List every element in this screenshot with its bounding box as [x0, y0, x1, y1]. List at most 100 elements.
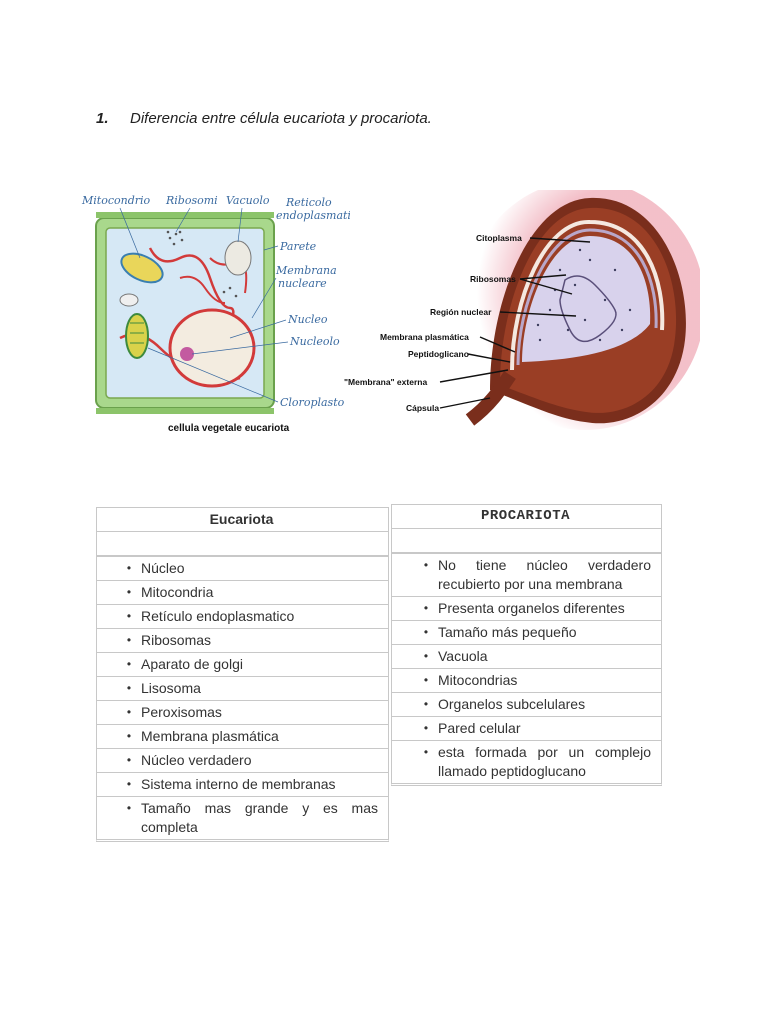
bullet-icon: •	[423, 745, 429, 759]
list-item-text: Lisosoma	[141, 680, 201, 696]
prokaryote-empty-row	[391, 529, 662, 553]
list-item-text: Aparato de golgi	[141, 656, 243, 672]
list-item: •Aparato de golgi	[105, 655, 378, 674]
list-item: •Ribosomas	[105, 631, 378, 650]
bullet-icon: •	[423, 625, 429, 639]
label-parete: Parete	[279, 240, 317, 253]
eukaryote-cell: •Ribosomas	[96, 629, 389, 653]
list-item-text: Vacuola	[438, 648, 488, 664]
label-cloroplasto: Cloroplasto	[280, 396, 345, 409]
prokaryote-cell: • Vacuola	[391, 645, 662, 669]
list-item: • Tamaño más pequeño	[400, 623, 651, 642]
list-item: • Retículo endoplasmatico	[105, 607, 378, 626]
prokaryote-cell: • Pared celular	[391, 717, 662, 741]
prokaryote-row: • esta formada por un complejo llamado pe…	[391, 741, 662, 786]
bullet-icon: •	[126, 705, 132, 719]
list-item: •Peroxisomas	[105, 703, 378, 722]
eukaryote-cell: • Núcleo verdadero	[96, 749, 389, 773]
bullet-icon: •	[126, 777, 132, 791]
eukaryote-row: •Aparato de golgi	[96, 653, 389, 677]
list-item-text: Pared celular	[438, 720, 521, 736]
prokaryote-header: PROCARIOTA	[391, 504, 662, 529]
label-capsula: Cápsula	[406, 403, 439, 413]
eukaryote-cell: • Sistema interno de membranas	[96, 773, 389, 797]
prokaryote-row: •No tiene núcleo verdadero recubierto po…	[391, 553, 662, 597]
bullet-icon: •	[423, 649, 429, 663]
bullet-icon: •	[126, 801, 132, 815]
question-heading: 1. Diferencia entre célula eucariota y p…	[96, 110, 432, 127]
list-item: •Mitocondrias	[400, 671, 651, 690]
bullet-icon: •	[423, 601, 429, 615]
eukaryote-row: • Retículo endoplasmatico	[96, 605, 389, 629]
list-item: • Presenta organelos diferentes	[400, 599, 651, 618]
eukaryote-cell: • Retículo endoplasmatico	[96, 605, 389, 629]
prokaryote-cell: •Mitocondrias	[391, 669, 662, 693]
prokaryote-row: • Tamaño más pequeño	[391, 621, 662, 645]
eukaryote-cell: •Tamaño mas grande y es mas completa	[96, 797, 389, 842]
eukaryote-cell: •Peroxisomas	[96, 701, 389, 725]
list-item-text: Mitocondrias	[438, 672, 518, 688]
eukaryote-row: • Sistema interno de membranas	[96, 773, 389, 797]
label-nucleolo: Nucleolo	[289, 335, 340, 348]
prokaryote-table: PROCARIOTA •No tiene núcleo verdadero re…	[391, 504, 662, 786]
label-membrana-plasmatica: Membrana plasmática	[380, 332, 469, 342]
list-item-text: Membrana plasmática	[141, 728, 279, 744]
list-item: •Organelos subcelulares	[400, 695, 651, 714]
list-item: • Núcleo	[105, 559, 378, 578]
eukaryote-row: • Membrana plasmática	[96, 725, 389, 749]
bullet-icon: •	[126, 609, 132, 623]
eukaryote-row: •Tamaño mas grande y es mas completa	[96, 797, 389, 842]
eukaryote-row: • Mitocondria	[96, 581, 389, 605]
label-reticolo-1: Reticolo	[285, 196, 332, 209]
bullet-icon: •	[126, 729, 132, 743]
list-item-text: Presenta organelos diferentes	[438, 600, 625, 616]
list-item: • Núcleo verdadero	[105, 751, 378, 770]
bullet-icon: •	[423, 721, 429, 735]
list-item: •Tamaño mas grande y es mas completa	[105, 799, 378, 837]
bullet-icon: •	[126, 561, 132, 575]
list-item: •No tiene núcleo verdadero recubierto po…	[400, 556, 651, 594]
list-item-text: Núcleo verdadero	[141, 752, 252, 768]
bullet-icon: •	[126, 753, 132, 767]
list-item-text: Núcleo	[141, 560, 185, 576]
prokaryote-row: •Organelos subcelulares	[391, 693, 662, 717]
label-peptidoglicano: Peptidoglicano	[408, 349, 469, 359]
list-item-text: Mitocondria	[141, 584, 214, 600]
eukaryote-row: •Lisosoma	[96, 677, 389, 701]
bullet-icon: •	[126, 585, 132, 599]
prokaryote-row: • Vacuola	[391, 645, 662, 669]
list-item-text: Tamaño más pequeño	[438, 624, 577, 640]
label-region-nuclear: Región nuclear	[430, 307, 492, 317]
label-ribosomas: Ribosomas	[470, 274, 516, 284]
list-item-text: Sistema interno de membranas	[141, 776, 336, 792]
eukaryote-row: • Núcleo	[96, 556, 389, 581]
eukaryote-row: • Núcleo verdadero	[96, 749, 389, 773]
question-number: 1.	[96, 110, 109, 127]
list-item-text: esta formada por un complejo llamado pep…	[438, 744, 651, 779]
eukaryote-cell: • Núcleo	[96, 556, 389, 581]
eukaryote-header: Eucariota	[96, 507, 389, 532]
prokaryote-row: • Presenta organelos diferentes	[391, 597, 662, 621]
eukaryote-cell: • Mitocondria	[96, 581, 389, 605]
prokaryote-cell: • esta formada por un complejo llamado pe…	[391, 741, 662, 786]
bullet-icon: •	[423, 558, 429, 572]
eukaryote-empty-row	[96, 532, 389, 556]
prokaryote-row: •Mitocondrias	[391, 669, 662, 693]
list-item: • esta formada por un complejo llamado pe…	[400, 743, 651, 781]
list-item: •Lisosoma	[105, 679, 378, 698]
eukaryote-cell: •Aparato de golgi	[96, 653, 389, 677]
eukaryote-cell-figure: Mitocondrio Ribosomi Vacuolo Reticolo en…	[80, 188, 350, 438]
label-vacuolo: Vacuolo	[226, 194, 270, 207]
prokaryote-cell: •Organelos subcelulares	[391, 693, 662, 717]
list-item: • Vacuola	[400, 647, 651, 666]
list-item-text: Organelos subcelulares	[438, 696, 586, 712]
label-mitocondrio: Mitocondrio	[81, 194, 151, 207]
list-item: • Sistema interno de membranas	[105, 775, 378, 794]
prokaryote-row: • Pared celular	[391, 717, 662, 741]
prokaryote-cell-figure: Citoplasma Ribosomas Región nuclear Memb…	[340, 190, 700, 435]
list-item: • Pared celular	[400, 719, 651, 738]
list-item: • Membrana plasmática	[105, 727, 378, 746]
list-item-text: Retículo endoplasmatico	[141, 608, 295, 624]
list-item: • Mitocondria	[105, 583, 378, 602]
prokaryote-cell: •No tiene núcleo verdadero recubierto po…	[391, 553, 662, 597]
